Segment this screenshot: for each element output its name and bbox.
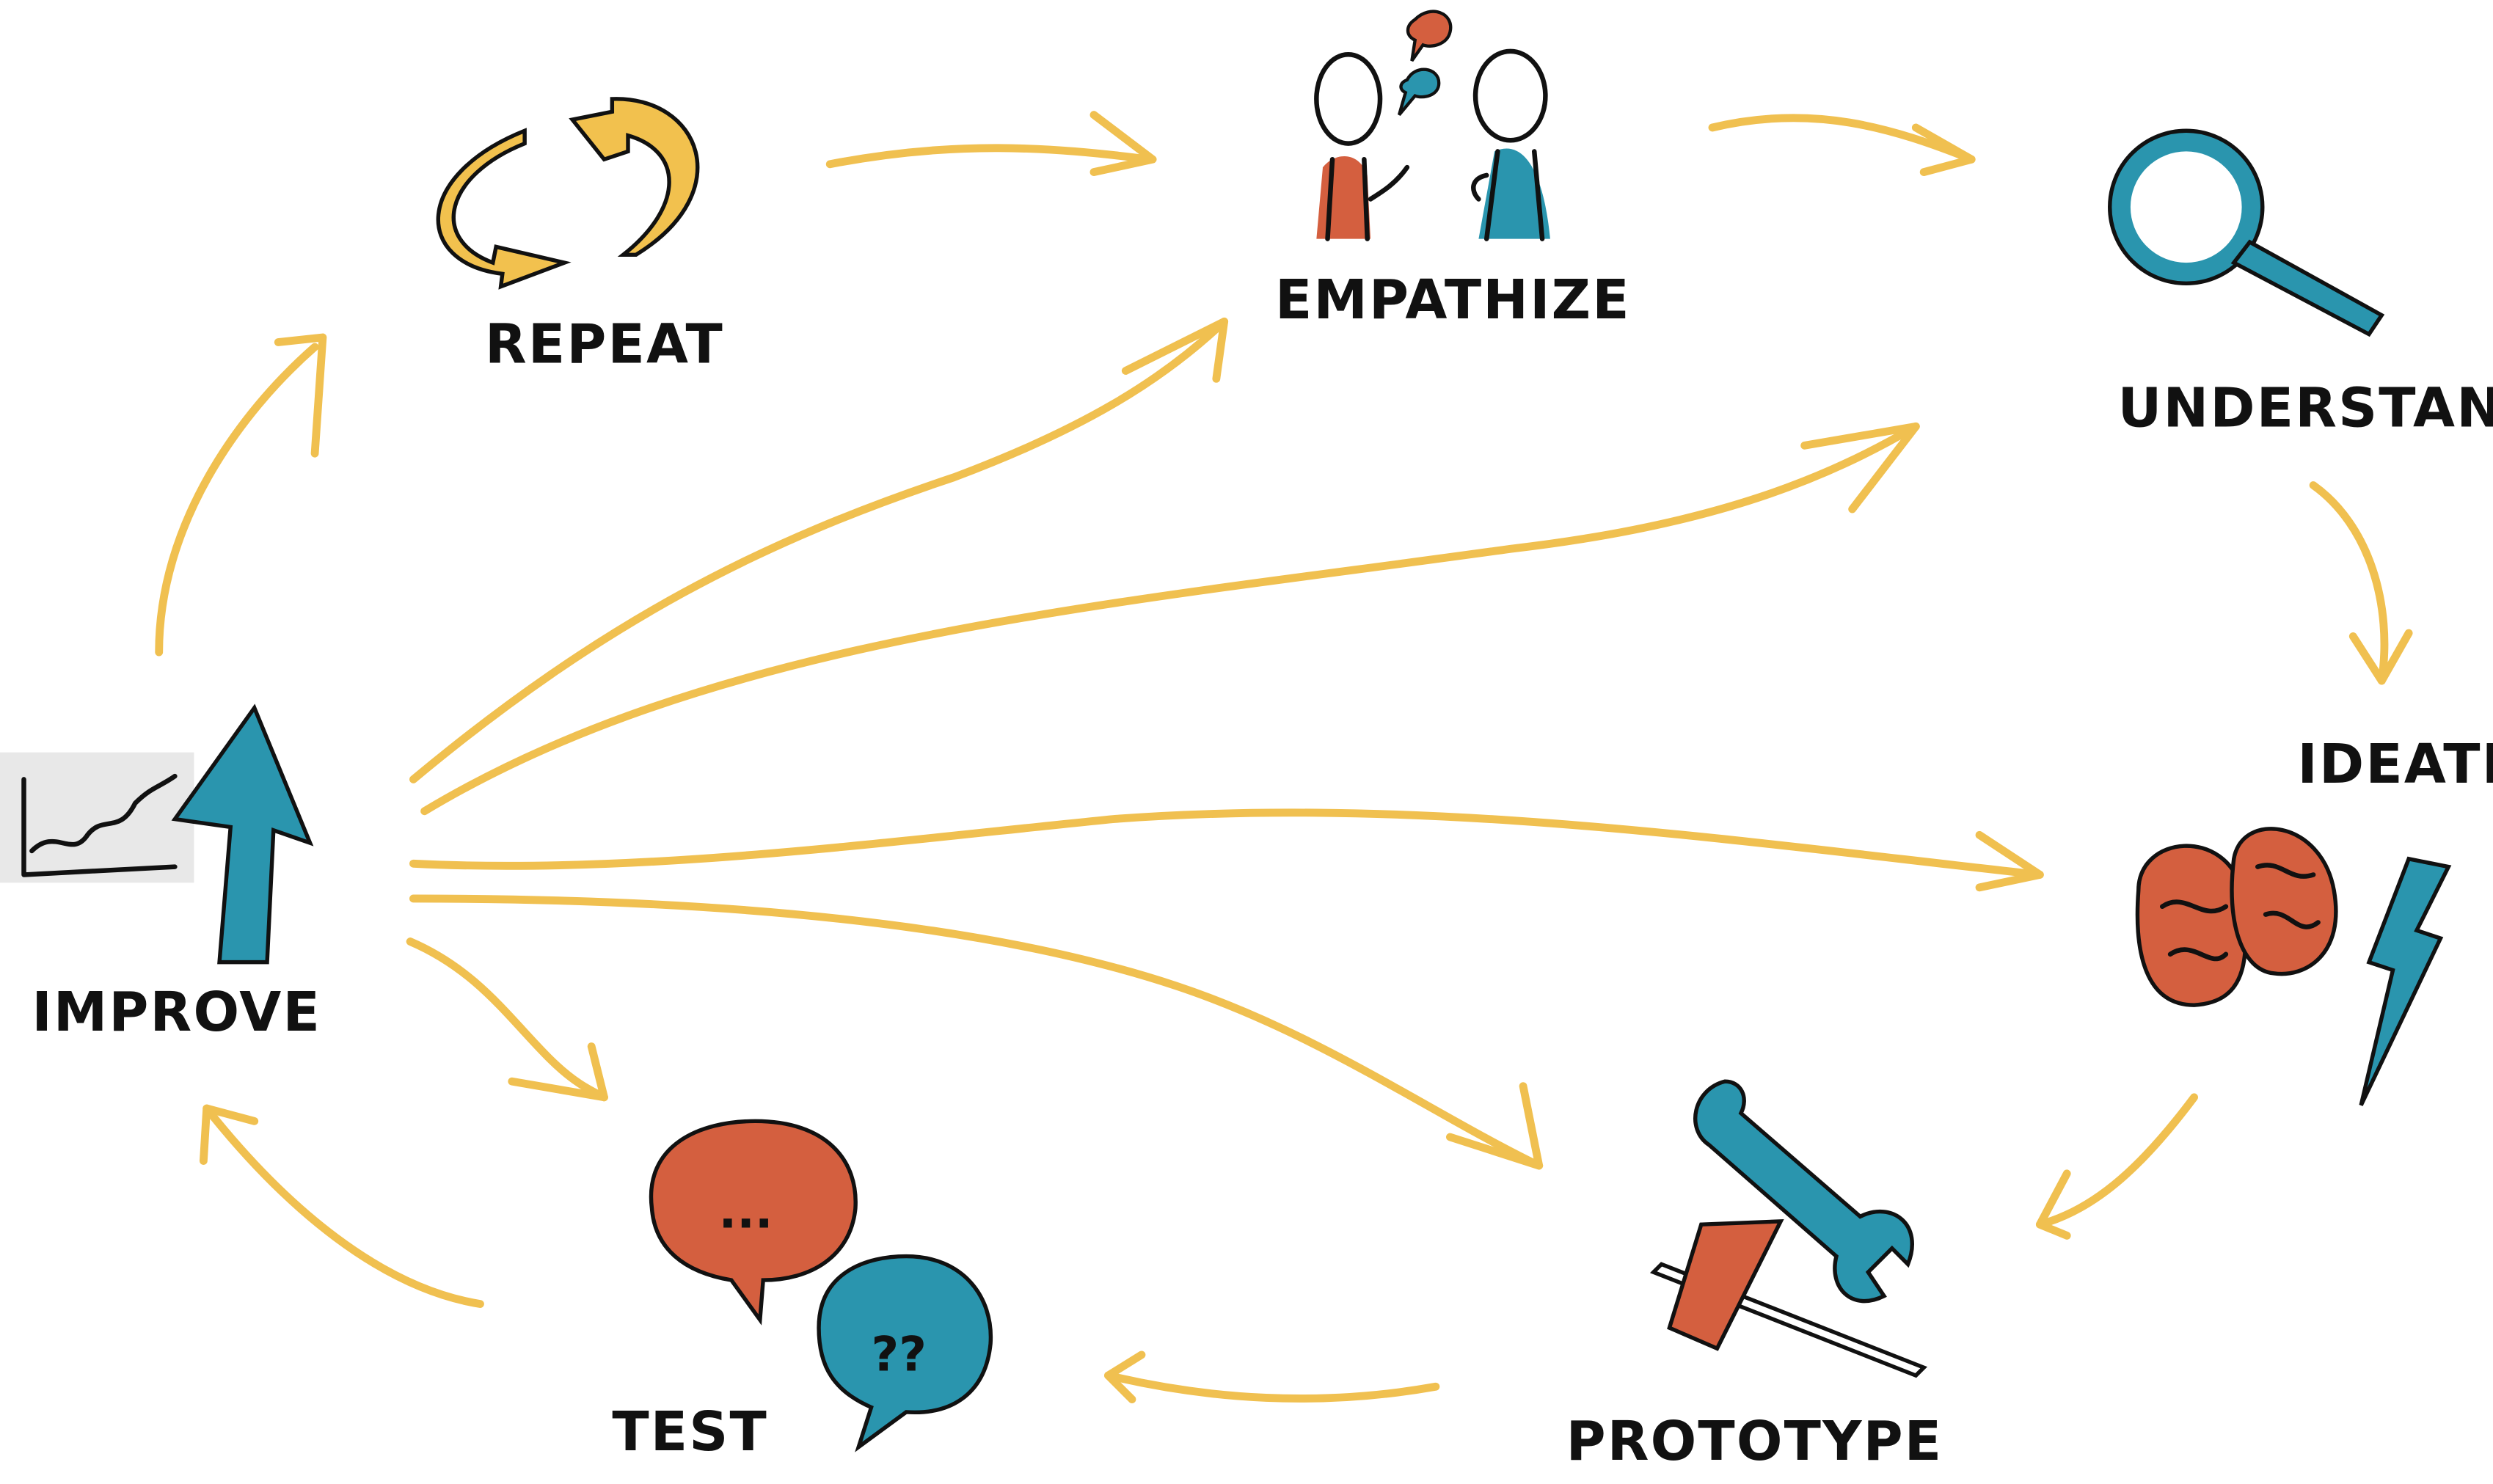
- bubble-text-ellipsis: ...: [719, 1185, 773, 1240]
- arrow-prototype-to-test: [1104, 1350, 1440, 1404]
- stage-label-empathize: EMPATHIZE: [1275, 269, 1631, 332]
- arrow-empathize-to-understand: [1708, 114, 1976, 177]
- cycle-arrows-icon: [436, 97, 700, 290]
- speech-bubbles-icon: ... ??: [649, 1119, 993, 1452]
- stage-label-ideate: IDEATE: [2297, 734, 2493, 796]
- arrow-improve-to-repeat: [155, 333, 327, 657]
- arrow-understand-to-ideate: [2309, 481, 2413, 685]
- arrow-repeat-to-empathize: [825, 111, 1157, 177]
- stage-label-improve: IMPROVE: [32, 982, 321, 1044]
- arrow-improve-to-understand: [420, 422, 1920, 816]
- stage-label-prototype: PROTOTYPE: [1566, 1411, 1943, 1473]
- arrow-test-to-improve: [199, 1104, 484, 1308]
- stage-label-repeat: REPEAT: [485, 314, 724, 376]
- bubble-text-questions: ??: [872, 1328, 927, 1383]
- brain-lightning-icon: [2135, 827, 2452, 1106]
- wrench-hammer-icon: [1649, 1079, 1928, 1378]
- arrow-improve-to-empathize: [409, 317, 1229, 783]
- growth-chart-arrow-icon: [0, 703, 314, 965]
- magnifying-glass-icon: [2108, 128, 2385, 337]
- arrow-improve-to-test: [406, 937, 608, 1102]
- two-people-talking-icon: [1314, 10, 1550, 241]
- arrow-ideate-to-prototype: [2035, 1093, 2199, 1240]
- arrow-improve-to-prototype: [409, 894, 1544, 1170]
- stage-label-test: TEST: [612, 1401, 768, 1463]
- arrow-improve-to-ideate: [409, 808, 2044, 892]
- stage-label-understand: UNDERSTAND: [2118, 377, 2493, 439]
- arrows: [155, 111, 2413, 1404]
